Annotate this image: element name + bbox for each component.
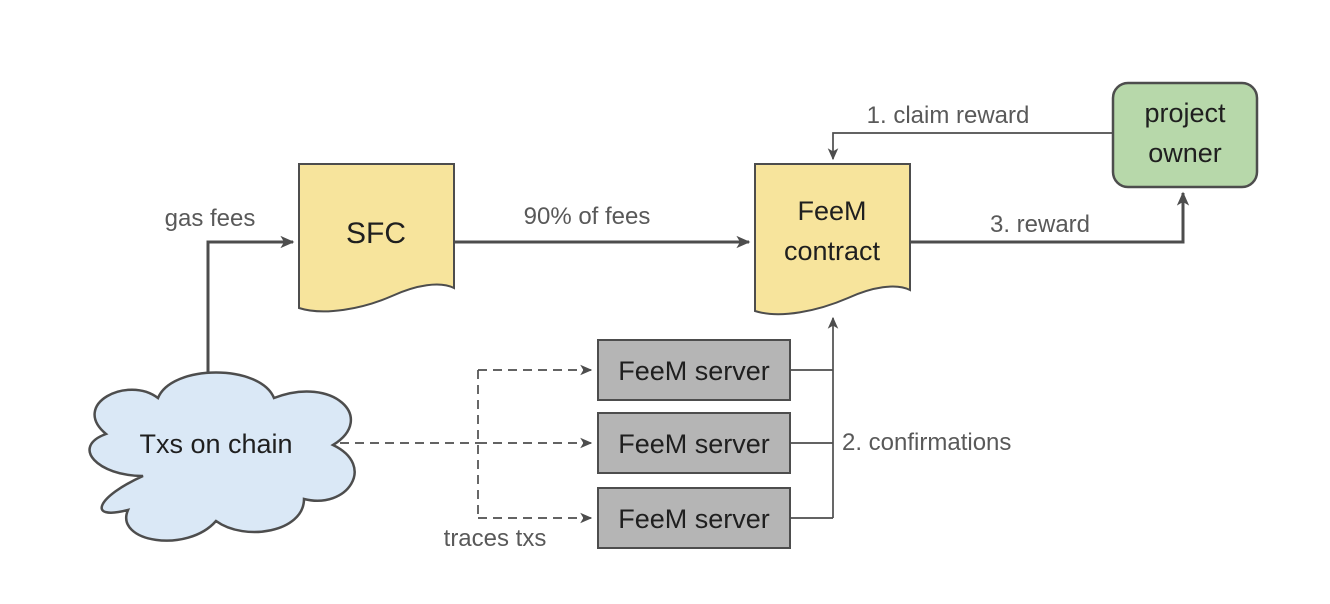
feem-contract-document-shape	[754, 163, 911, 316]
sfc-document-shape	[298, 163, 455, 313]
gas-fees-arrow	[206, 235, 295, 400]
reward-arrow	[910, 191, 1190, 244]
project-owner-box	[1111, 81, 1259, 189]
feem-server-3-box	[597, 487, 791, 549]
feem-server-1-box	[597, 339, 791, 401]
feem-server-2-box	[597, 412, 791, 474]
claim-reward-arrow	[827, 132, 1113, 161]
txs-cloud-shape	[88, 371, 356, 542]
